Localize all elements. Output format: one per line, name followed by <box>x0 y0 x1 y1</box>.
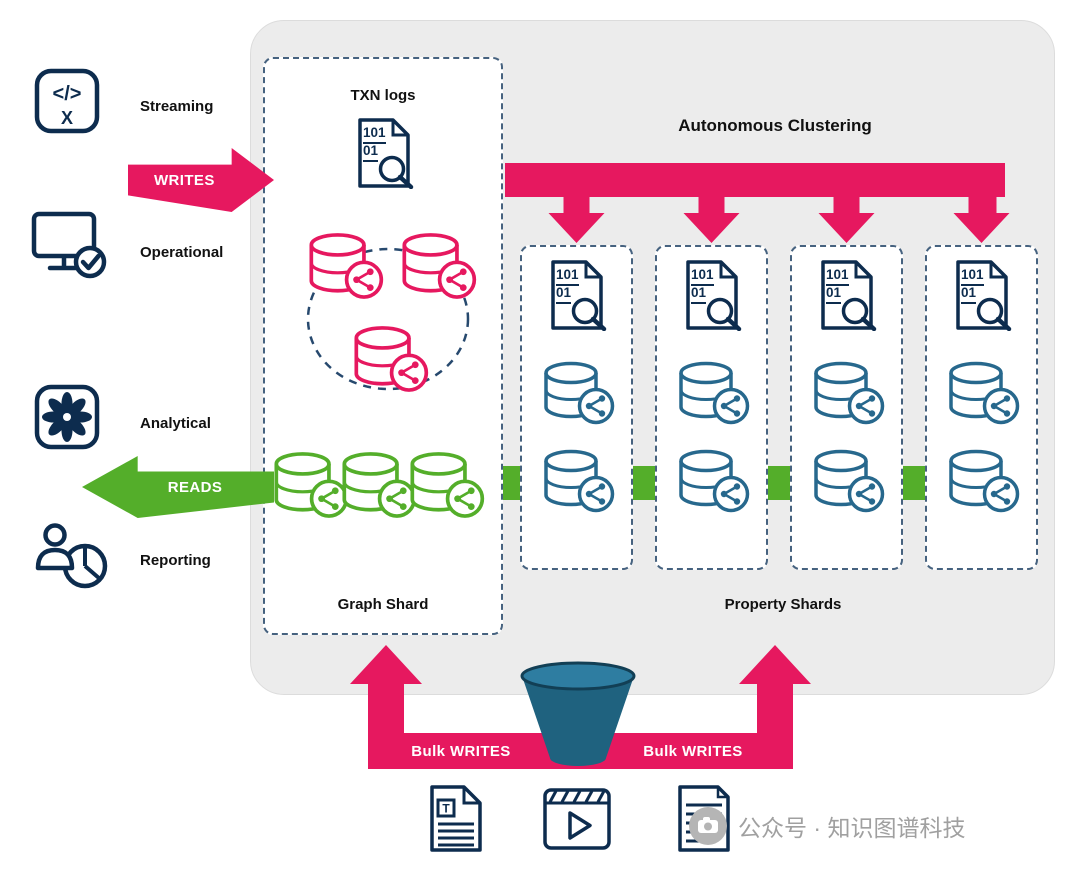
doc-text-line2: 01 <box>961 286 977 304</box>
watermark: 公众号 · 知识图谱科技 <box>688 806 965 846</box>
doc-text-line1: 101 <box>691 268 714 286</box>
graph-shard-box: TXN logs 101 01 Graph Shard <box>263 57 503 635</box>
property-database-icon <box>810 448 886 514</box>
workload-label-operational: Operational <box>140 244 224 261</box>
doc-text-line1: 101 <box>363 126 386 144</box>
cluster-dashed-ellipse <box>306 247 470 391</box>
property-database-icon <box>945 360 1021 426</box>
shard-log-document-icon: 101 01 <box>547 259 609 331</box>
watermark-logo-icon <box>689 807 727 845</box>
watermark-text: 公众号 · 知识图谱科技 <box>738 815 966 841</box>
shard-log-document-icon: 101 01 <box>952 259 1014 331</box>
doc-text-line2: 01 <box>826 286 842 304</box>
bulk-load-bucket-icon <box>520 661 636 766</box>
doc-text-line1: 101 <box>826 268 849 286</box>
code-markup-text: </> <box>53 83 82 105</box>
person-pie-chart-icon <box>35 523 108 589</box>
doc-text-line2: 01 <box>363 144 379 162</box>
doc-text-line2: 01 <box>556 286 572 304</box>
bulk-writes-left-label: Bulk WRITES <box>411 742 511 760</box>
workload-label-reporting: Reporting <box>140 552 211 569</box>
property-database-icon <box>675 360 751 426</box>
read-replica-database-icon <box>406 450 486 520</box>
bulk-writes-arrows <box>350 645 811 769</box>
property-database-icon <box>945 448 1021 514</box>
graph-shard-label: Graph Shard <box>337 596 429 613</box>
shard-log-document-icon: 101 01 <box>682 259 744 331</box>
video-icon <box>543 788 611 850</box>
bulk-writes-right-label: Bulk WRITES <box>643 742 743 760</box>
doc-text-line1: 101 <box>961 268 984 286</box>
property-shard-box: 101 01 <box>925 245 1038 570</box>
shard-log-document-icon: 101 01 <box>817 259 879 331</box>
text-doc-letter: T <box>442 802 450 816</box>
txn-log-document-icon: 101 01 <box>354 117 416 189</box>
graph-database-icon <box>350 324 430 394</box>
property-database-icon <box>810 360 886 426</box>
property-database-icon <box>540 448 616 514</box>
autonomous-clustering-title: Autonomous Clustering <box>678 116 872 135</box>
reads-arrow: READS <box>82 456 274 518</box>
flower-icon <box>34 384 100 450</box>
monitor-check-icon <box>31 211 107 279</box>
property-shards-label: Property Shards <box>724 596 842 613</box>
property-shard-box: 101 01 <box>520 245 633 570</box>
writes-distribution-arrow <box>505 163 1010 243</box>
doc-text-line2: 01 <box>691 286 707 304</box>
reads-arrow-label: READS <box>167 478 223 496</box>
writes-arrow-label: WRITES <box>154 171 215 189</box>
property-database-icon <box>675 448 751 514</box>
txn-logs-label: TXN logs <box>350 87 416 104</box>
doc-text-line1: 101 <box>556 268 579 286</box>
workload-label-streaming: Streaming <box>140 98 214 115</box>
property-shard-box: 101 01 <box>655 245 768 570</box>
workload-label-analytical: Analytical <box>140 415 211 432</box>
code-x-icon: </> X <box>34 68 100 134</box>
code-x-text: X <box>61 108 73 128</box>
text-document-icon: T <box>430 785 482 852</box>
property-database-icon <box>540 360 616 426</box>
graph-database-icon <box>398 231 478 301</box>
property-shard-box: 101 01 <box>790 245 903 570</box>
graph-database-icon <box>305 231 385 301</box>
